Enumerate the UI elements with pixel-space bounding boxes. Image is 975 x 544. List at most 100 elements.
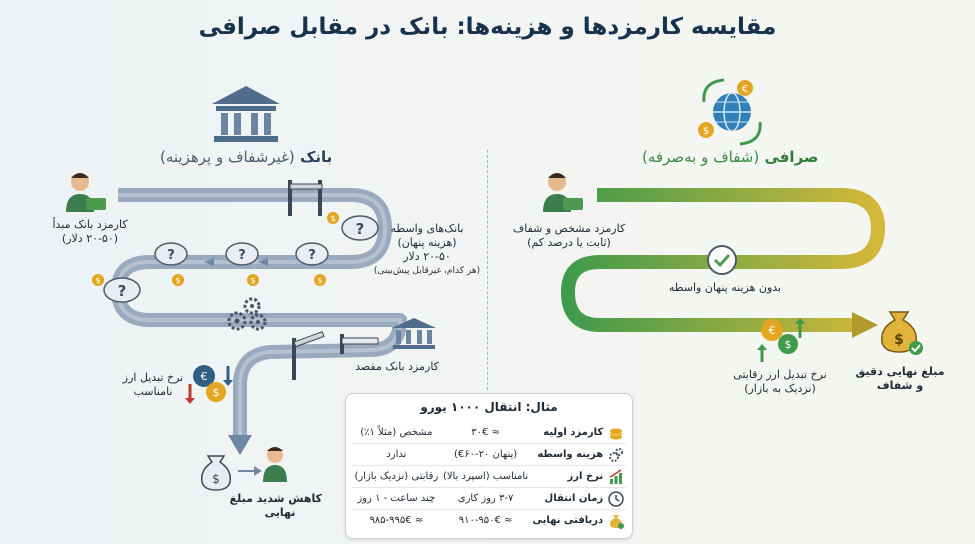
bank-value: ≈ ۳۰€ — [440, 422, 531, 444]
destination-bank-icon — [392, 318, 436, 349]
example-table-card: مثال: انتقال ۱۰۰۰ یورو کارمزد اولیه≈ ۳۰€… — [345, 393, 633, 539]
svg-text:€: € — [742, 84, 748, 95]
intermediary-hidden: (هزینه پنهان) — [397, 236, 457, 249]
bank-heading-label: بانک — [300, 148, 333, 166]
gears-icon — [605, 443, 626, 466]
svg-text:$: $ — [212, 472, 220, 486]
barrier-icon — [340, 334, 379, 354]
exchange-fee-label: کارمزد مشخص و شفاف (ثابت یا درصد کم) — [510, 222, 628, 250]
exchange-value: ندارد — [352, 443, 441, 466]
exchange-value: مشخص (مثلاً ۱٪) — [352, 422, 441, 444]
center-divider — [487, 150, 488, 390]
row-label: هزینه واسطه — [530, 443, 606, 466]
svg-text:?: ? — [238, 248, 246, 263]
row-label: کارمزد اولیه — [530, 422, 606, 444]
no-hidden-label: بدون هزینه پنهان واسطه — [668, 281, 782, 294]
exchange-rate-note: (نزدیک به بازار) — [744, 382, 816, 395]
svg-text:€: € — [769, 324, 776, 337]
cloud-question-icon: ? — [295, 242, 329, 266]
gears-icon — [249, 313, 267, 331]
origin-fee-text: کارمزد بانک مبدأ — [52, 218, 128, 231]
check-circle-icon — [707, 245, 737, 275]
svg-text:€: € — [201, 370, 208, 383]
reduced-text-2: نهایی — [264, 506, 296, 519]
coin-icon: $ — [172, 274, 184, 286]
origin-fee-amount: (۲۰-۵۰ دلار) — [61, 232, 119, 245]
svg-text:$: $ — [213, 386, 220, 399]
svg-text:?: ? — [308, 248, 316, 263]
svg-text:$: $ — [894, 332, 904, 348]
example-title: مثال: انتقال ۱۰۰۰ یورو — [420, 400, 558, 414]
intermediary-amount: ۲۰-۵۰ دلار — [403, 250, 451, 263]
bank-building-icon — [212, 86, 280, 142]
bank-value: نامناسب (اسپرد بالا) — [440, 465, 531, 488]
cloud-question-icon: ? — [225, 242, 259, 266]
coins-icon — [605, 422, 626, 444]
reduced-amount-label: کاهش شدید مبلغ نهایی — [229, 492, 322, 520]
final-text: مبلغ نهایی دقیق — [855, 365, 945, 378]
bank-value: ۳-۷ روز کاری — [440, 487, 531, 510]
svg-text:?: ? — [118, 282, 127, 300]
svg-text:$: $ — [95, 276, 100, 285]
exchange-fee-note: (ثابت یا درصد کم) — [527, 236, 611, 249]
reduced-text: کاهش شدید مبلغ — [229, 492, 322, 505]
chart-icon — [605, 465, 626, 488]
origin-fee-label: کارمزد بانک مبدأ (۲۰-۵۰ دلار) — [50, 218, 130, 246]
person-icon — [543, 173, 583, 212]
example-row: دریافتی نهایی≈ ۹۱۰-۹۵۰€≈ ۹۸۵-۹۹۵€ — [352, 510, 626, 532]
money-bag-icon: $ — [200, 455, 232, 491]
final-amount-label: مبلغ نهایی دقیق و شفاف — [850, 365, 950, 393]
svg-text:?: ? — [167, 248, 175, 263]
gears-icon — [243, 297, 261, 315]
bank-rate-text: نرخ تبدیل ارز — [122, 371, 184, 384]
exchange-value: چند ساعت - ۱ روز — [352, 487, 441, 510]
page-title: مقایسه کارمزدها و هزینه‌ها: بانک در مقاب… — [198, 14, 777, 40]
bank-rate-label: نرخ تبدیل ارز نامناسب — [118, 371, 188, 399]
person-icon — [66, 173, 106, 212]
exchange-value: ≈ ۹۸۵-۹۹۵€ — [369, 515, 424, 526]
intermediary-label: بانک‌های واسطه (هزینه پنهان) ۲۰-۵۰ دلار … — [372, 222, 482, 278]
intermediary-note: (هر کدام، غیرقابل پیش‌بینی) — [373, 266, 481, 276]
coin-icon: $ — [247, 274, 259, 286]
currency-coins-icon: € $ — [757, 318, 805, 362]
exchange-value: رقابتی (نزدیک بازار) — [352, 465, 441, 488]
bank-heading: بانک (غیرشفاف و پرهزینه) — [160, 148, 332, 166]
exchange-heading-label: صرافی — [764, 148, 819, 166]
cloud-question-icon: ? — [154, 242, 188, 266]
money-bag-icon: $ — [881, 311, 923, 355]
svg-text:$: $ — [175, 276, 180, 285]
svg-text:?: ? — [356, 220, 365, 238]
barrier-icon — [288, 180, 323, 216]
cloud-question-icon: ? — [103, 277, 141, 303]
example-row: هزینه واسطه(پنهان ۲۰-۶۰€)ندارد — [352, 443, 626, 466]
exchange-rate-label: نرخ تبدیل ارز رقابتی (نزدیک به بازار) — [726, 368, 834, 396]
svg-text:$: $ — [317, 276, 322, 285]
exchange-heading-note: (شفاف و به‌صرفه) — [642, 148, 760, 166]
bank-value: (پنهان ۲۰-۶۰€) — [440, 443, 531, 466]
barrier-icon — [292, 331, 325, 380]
row-label: دریافتی نهایی — [532, 515, 604, 526]
svg-text:$: $ — [785, 338, 792, 351]
clock-icon — [605, 487, 626, 510]
bank-heading-note: (غیرشفاف و پرهزینه) — [160, 148, 295, 166]
exchange-rate-text: نرخ تبدیل ارز رقابتی — [733, 368, 827, 381]
money-bag-icon — [605, 510, 626, 532]
coin-icon: $ — [92, 274, 104, 286]
row-label: نرخ ارز — [530, 465, 606, 488]
coin-icon: $ — [327, 212, 339, 224]
person-icon — [263, 447, 287, 482]
example-table: کارمزد اولیه≈ ۳۰€مشخص (مثلاً ۱٪)هزینه وا… — [352, 422, 626, 531]
gears-icon — [227, 311, 247, 331]
currency-coins-icon: € $ — [185, 365, 233, 404]
svg-text:$: $ — [703, 126, 709, 137]
bank-rate-quality: نامناسب — [133, 385, 173, 398]
svg-text:$: $ — [250, 276, 255, 285]
coin-icon: $ — [314, 274, 326, 286]
row-label: زمان انتقال — [530, 487, 606, 510]
example-row: کارمزد اولیه≈ ۳۰€مشخص (مثلاً ۱٪) — [352, 422, 626, 444]
dest-fee-label: کارمزد بانک مقصد — [355, 360, 439, 373]
final-text-2: و شفاف — [876, 379, 924, 392]
intermediary-text: بانک‌های واسطه — [390, 222, 464, 235]
